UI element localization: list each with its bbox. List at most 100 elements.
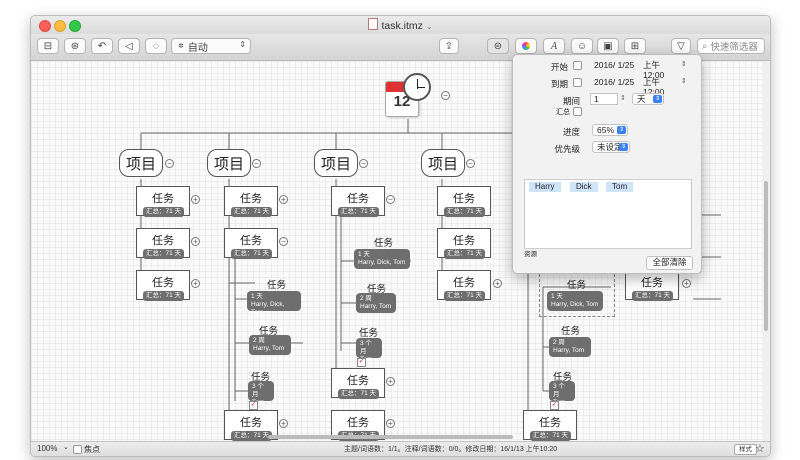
task-node[interactable]: 任务汇总：71 天: [224, 228, 278, 259]
tag-button[interactable]: ◁: [118, 38, 140, 54]
mode-select[interactable]: ✲自动⇕: [171, 38, 251, 54]
fold-toggle[interactable]: +: [682, 279, 691, 288]
leaf-task-title[interactable]: 任务: [259, 326, 279, 337]
fold-toggle[interactable]: +: [279, 419, 288, 428]
leaf-task-title[interactable]: 任务: [359, 328, 379, 339]
start-time-stepper[interactable]: ⇕: [681, 61, 687, 68]
task-node[interactable]: 任务汇总：71 天: [437, 228, 491, 259]
leaf-task-title[interactable]: 任务: [367, 284, 387, 295]
fold-toggle[interactable]: −: [441, 91, 450, 100]
start-checkbox[interactable]: [573, 61, 582, 70]
fold-toggle[interactable]: +: [386, 419, 395, 428]
complete-checkbox[interactable]: ✓: [249, 401, 258, 410]
close-button[interactable]: [39, 20, 51, 32]
leaf-task-title[interactable]: 任务: [251, 372, 271, 383]
project-node[interactable]: 项目: [119, 149, 163, 177]
resource-button[interactable]: ⊜: [487, 38, 509, 54]
task-node[interactable]: 任务汇总：71 天: [437, 186, 491, 217]
task-node[interactable]: 任务汇总：71 天: [224, 186, 278, 217]
summary-badge: 汇总：71 天: [231, 431, 272, 441]
leaf-task-title[interactable]: 任务: [553, 372, 573, 383]
task-node[interactable]: 任务汇总：71 天: [331, 368, 385, 399]
fold-toggle[interactable]: −: [359, 159, 368, 168]
complete-checkbox[interactable]: ✓: [357, 358, 366, 367]
zoom-button[interactable]: [69, 20, 81, 32]
start-date-field[interactable]: 2016/ 1/25: [594, 60, 635, 70]
filter-button[interactable]: ▽: [671, 38, 691, 54]
task-node[interactable]: 任务汇总：71 天: [136, 186, 190, 217]
duration-unit-select[interactable]: 天⇕: [632, 93, 664, 105]
leaf-task-title[interactable]: 任务: [561, 326, 581, 337]
task-node[interactable]: 任务汇总：71 天: [331, 186, 385, 217]
resource-chip[interactable]: Harry: [529, 182, 561, 192]
task-node[interactable]: 任务汇总：71 天: [437, 270, 491, 301]
duration-field[interactable]: 1: [590, 93, 618, 105]
vertical-scroll-thumb[interactable]: [764, 181, 768, 331]
branch-button[interactable]: ↶: [91, 38, 113, 54]
fold-toggle[interactable]: −: [279, 237, 288, 246]
fold-toggle[interactable]: −: [466, 159, 475, 168]
table-button[interactable]: ⊞: [624, 38, 646, 54]
fold-toggle[interactable]: +: [191, 195, 200, 204]
fold-toggle[interactable]: +: [279, 195, 288, 204]
fold-toggle[interactable]: −: [165, 159, 174, 168]
complete-checkbox[interactable]: ✓: [550, 401, 559, 410]
leaf-task-title[interactable]: 任务: [567, 280, 587, 291]
progress-select[interactable]: 65%⇕: [592, 124, 628, 136]
due-time-field[interactable]: 上午12:00: [643, 77, 665, 97]
zoom-dropdown-icon[interactable]: ⌄: [63, 444, 69, 451]
horizontal-scrollbar[interactable]: [268, 435, 513, 439]
leaf-task-title[interactable]: 任务: [267, 280, 287, 291]
task-node[interactable]: 任务汇总：71 天: [136, 228, 190, 259]
image-button[interactable]: ▣: [597, 38, 619, 54]
fold-toggle[interactable]: +: [386, 377, 395, 386]
font-button[interactable]: A: [543, 38, 565, 54]
color-button[interactable]: [515, 38, 537, 54]
resource-chip[interactable]: Tom: [606, 182, 634, 192]
project-node[interactable]: 项目: [314, 149, 358, 177]
duration-stepper[interactable]: ⇕: [620, 95, 626, 102]
task-node[interactable]: 任务汇总：71 天: [136, 270, 190, 301]
resources-box[interactable]: Harry Dick Tom: [524, 179, 692, 249]
star-icon[interactable]: ☆: [755, 443, 765, 455]
layout-button[interactable]: ⊟: [37, 38, 59, 54]
fold-toggle[interactable]: +: [493, 279, 502, 288]
color-icon: [522, 42, 530, 50]
leaf-task-title[interactable]: 任务: [374, 238, 394, 249]
priority-select[interactable]: 未设定⇕: [592, 141, 630, 153]
task-node[interactable]: 任务汇总：71 天: [625, 270, 679, 301]
fold-toggle[interactable]: +: [191, 279, 200, 288]
style-button[interactable]: 样式: [734, 444, 757, 455]
group-button[interactable]: ⊛: [64, 38, 86, 54]
fold-toggle[interactable]: −: [386, 195, 395, 204]
start-time-field[interactable]: 上午12:00: [643, 60, 665, 80]
vertical-scrollbar[interactable]: [762, 61, 770, 441]
quick-filter-search[interactable]: ⌕快速筛选器: [697, 38, 765, 54]
due-checkbox[interactable]: [573, 78, 582, 87]
due-time-stepper[interactable]: ⇕: [681, 78, 687, 85]
share-button[interactable]: ⇪: [439, 38, 459, 54]
project-node[interactable]: 项目: [207, 149, 251, 177]
project-node[interactable]: 项目: [421, 149, 465, 177]
task-node[interactable]: 任务汇总：71 天: [523, 410, 577, 441]
focus-checkbox[interactable]: [73, 445, 82, 454]
fold-toggle[interactable]: −: [252, 159, 261, 168]
fold-toggle[interactable]: +: [191, 237, 200, 246]
callout-button[interactable]: ◌: [145, 38, 167, 54]
zoom-level[interactable]: 100%: [37, 444, 58, 453]
due-date-field[interactable]: 2016/ 1/25: [594, 77, 635, 87]
minimize-button[interactable]: [54, 20, 66, 32]
clear-all-button[interactable]: 全部清除: [646, 256, 693, 270]
rollup-checkbox[interactable]: [573, 107, 582, 116]
resource-chip[interactable]: Dick: [570, 182, 598, 192]
emoji-button[interactable]: ☺: [571, 38, 593, 54]
